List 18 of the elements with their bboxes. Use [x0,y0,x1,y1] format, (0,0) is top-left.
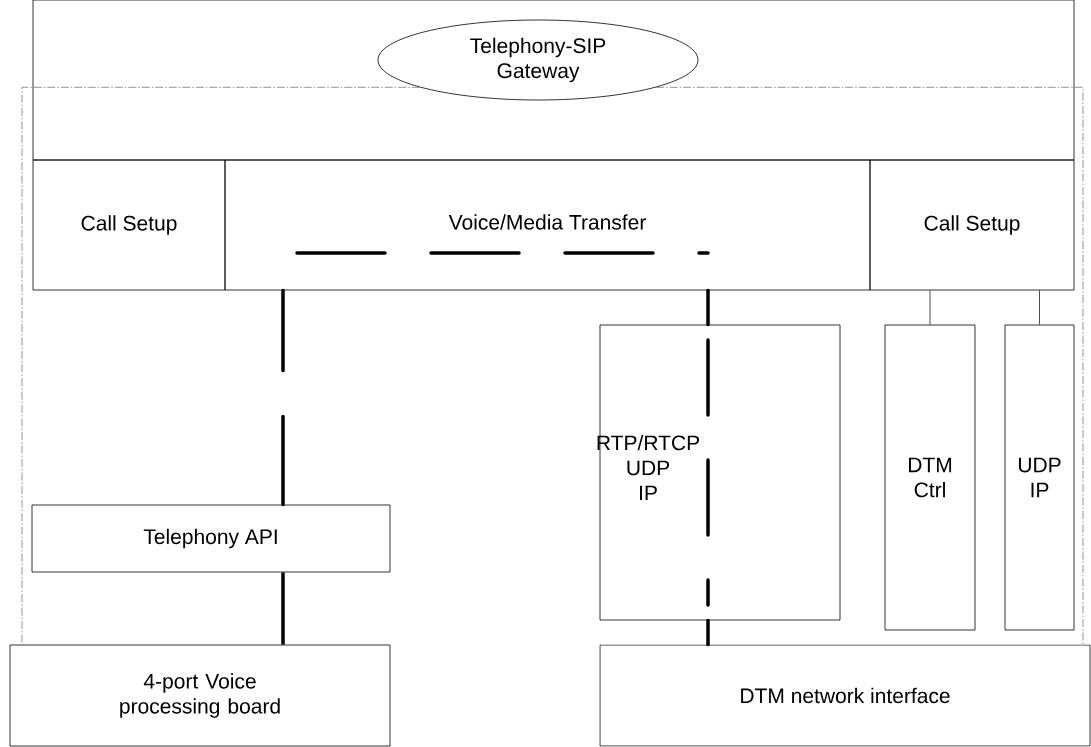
layer-box: Call Setup [32,159,226,291]
layer-box: Call Setup [869,159,1075,291]
protocol-stack-box: UDP IP [1004,324,1075,631]
media-path [281,288,285,507]
hardware-box: DTM network interface [599,644,1091,747]
media-path [706,288,710,327]
signaling-path [21,86,421,646]
layer-box: Voice/Media Transfer [224,159,871,291]
media-path [706,618,710,647]
layer-box: Telephony API [31,504,391,573]
connector-line [929,290,931,325]
connector-line [1039,290,1040,325]
gateway-box [32,0,1075,161]
protocol-stack-box: RTP/RTCP UDP IP [597,324,841,621]
hardware-box: 4-port Voice processing board [9,644,391,747]
media-path [281,572,285,645]
signaling-path [655,86,1084,646]
protocol-stack-box: DTM Ctrl [884,324,976,631]
